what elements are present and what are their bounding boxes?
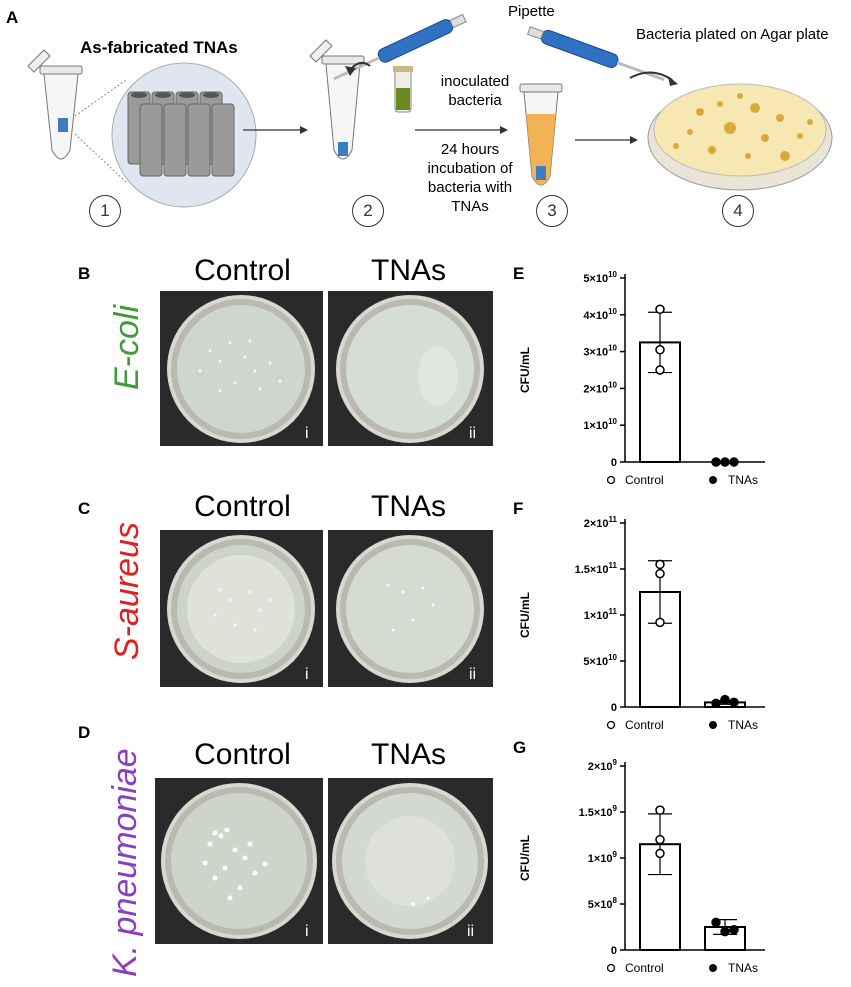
step-1-marker: 1 xyxy=(89,195,121,227)
tube-icon xyxy=(27,49,83,160)
tnas-plate-photo xyxy=(328,291,493,446)
panel-letter-f: F xyxy=(513,499,524,518)
legend-label-control: Control xyxy=(625,718,664,732)
data-point xyxy=(655,345,665,355)
data-point xyxy=(655,848,665,859)
tnas-column-title: TNAs xyxy=(371,490,446,523)
legend-marker-tnas xyxy=(709,964,717,972)
y-axis-label: CFU/mL xyxy=(518,835,532,881)
y-tick-label: 5×1010 xyxy=(583,270,617,285)
data-point xyxy=(655,834,665,845)
tnas-fabricated-label: As-fabricated TNAs xyxy=(80,38,238,57)
y-tick-label: 1.5×1011 xyxy=(575,561,618,576)
data-point xyxy=(655,304,665,315)
legend-label-control: Control xyxy=(625,961,664,975)
data-point xyxy=(655,559,665,570)
panel-letter-g: G xyxy=(513,738,527,757)
data-point xyxy=(655,568,665,579)
legend-label-tnas: TNAs xyxy=(728,473,758,487)
panel-letter-a: A xyxy=(6,8,19,27)
data-point xyxy=(720,457,730,467)
legend-label-control: Control xyxy=(625,473,664,487)
y-tick-label: 1×1011 xyxy=(584,607,618,622)
legend-label-tnas: TNAs xyxy=(728,718,758,732)
data-point xyxy=(655,365,665,375)
bacteria-vial-icon xyxy=(393,66,413,113)
y-tick-label: 5×1010 xyxy=(583,653,617,668)
control-column-title: Control xyxy=(194,254,291,287)
tnas-plate-photo xyxy=(328,778,493,944)
step-3-marker: 3 xyxy=(536,195,568,227)
agar-plate-label: Bacteria plated on Agar plate xyxy=(636,26,829,43)
pipette-label: Pipette xyxy=(508,3,555,20)
species-label-kpneumoniae: K. pneumoniae xyxy=(106,748,144,977)
tube-icon xyxy=(519,83,563,186)
roman-numeral-ii: ii xyxy=(469,666,477,683)
incubation-label: 24 hours incubation of bacteria with TNA… xyxy=(427,141,513,215)
data-point xyxy=(711,917,721,928)
y-axis-label: CFU/mL xyxy=(518,592,532,638)
pipette-icon xyxy=(333,13,467,81)
step-4-marker: 4 xyxy=(722,195,754,227)
panel-letter-e: E xyxy=(513,264,525,283)
legend-label-tnas: TNAs xyxy=(728,961,758,975)
legend-marker-tnas xyxy=(709,476,717,484)
pipette-icon xyxy=(526,26,665,82)
y-tick-label: 1×109 xyxy=(588,850,618,865)
legend-marker-control xyxy=(606,720,616,730)
y-tick-label: 4×1010 xyxy=(583,307,617,322)
y-tick-label: 5×108 xyxy=(588,896,618,911)
data-point xyxy=(720,694,730,705)
data-point xyxy=(729,697,739,708)
roman-numeral-ii: ii xyxy=(467,923,475,940)
inoculated-bacteria-label: inoculated bacteria xyxy=(440,73,510,109)
y-tick-label: 0 xyxy=(611,702,617,714)
data-point xyxy=(720,926,730,937)
panel-letter-c: C xyxy=(78,499,91,518)
legend-marker-control xyxy=(606,475,616,485)
step-2-marker: 2 xyxy=(352,195,384,227)
y-tick-label: 2×109 xyxy=(588,758,618,773)
legend-marker-tnas xyxy=(709,721,717,729)
data-point xyxy=(655,805,665,815)
tnas-plate-photo xyxy=(328,530,493,687)
y-tick-label: 3×1010 xyxy=(583,344,617,359)
y-axis-label: CFU/mL xyxy=(518,347,532,393)
schematic-illustration xyxy=(27,13,833,208)
nanotube-array-icon xyxy=(111,62,257,208)
panel-letter-b: B xyxy=(78,264,91,283)
data-point xyxy=(729,457,739,467)
tnas-column-title: TNAs xyxy=(371,254,446,287)
roman-numeral-i: i xyxy=(305,923,309,940)
y-tick-label: 1.5×109 xyxy=(579,804,618,819)
data-point xyxy=(711,457,721,467)
data-point xyxy=(729,925,739,935)
panel-letter-d: D xyxy=(78,723,91,742)
y-tick-label: 0 xyxy=(611,945,617,957)
tube-icon xyxy=(309,39,365,160)
roman-numeral-i: i xyxy=(305,666,309,683)
data-point xyxy=(655,617,665,628)
data-point xyxy=(711,698,721,709)
roman-numeral-ii: ii xyxy=(469,425,477,442)
control-plate-photo xyxy=(160,291,323,446)
roman-numeral-i: i xyxy=(305,425,309,442)
y-tick-label: 1×1010 xyxy=(583,417,617,432)
agar-plate-icon xyxy=(647,83,833,191)
y-tick-label: 2×1010 xyxy=(583,380,617,395)
species-label-saureus: S-aureus xyxy=(108,522,146,660)
control-column-title: Control xyxy=(194,738,291,771)
legend-marker-control xyxy=(606,963,616,973)
y-tick-label: 2×1011 xyxy=(584,515,618,530)
tnas-column-title: TNAs xyxy=(371,738,446,771)
y-tick-label: 0 xyxy=(611,457,617,469)
control-plate-photo xyxy=(155,778,323,944)
species-label-ecoli: E-coli xyxy=(108,304,146,390)
control-plate-photo xyxy=(160,530,323,687)
control-column-title: Control xyxy=(194,490,291,523)
